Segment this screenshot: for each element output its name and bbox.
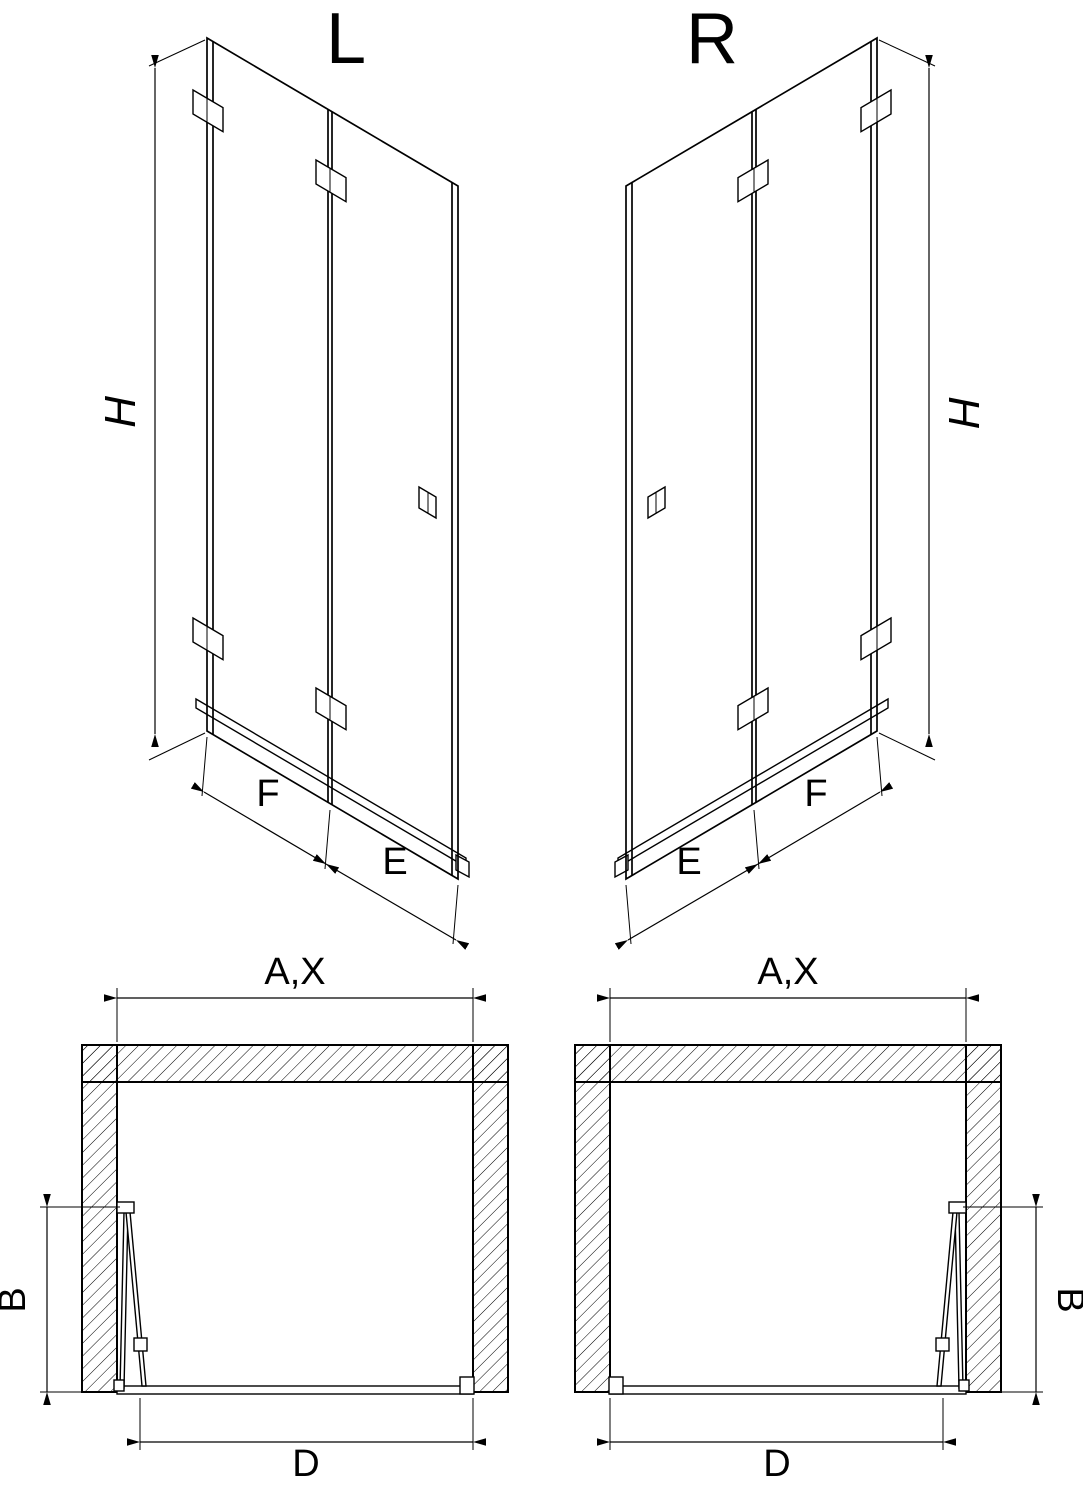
- depth-dimension-label: B: [1049, 1287, 1083, 1312]
- threshold-sill: [116, 1385, 474, 1395]
- right-elevation: R H F E: [615, 0, 988, 944]
- panel-f-dimension-label: F: [804, 773, 827, 815]
- right-plan-view: A,X B D: [574, 951, 1083, 1485]
- variant-label-left: L: [326, 0, 366, 79]
- folded-door-panels: [935, 1201, 970, 1392]
- wall-left: [574, 1044, 611, 1393]
- height-dimension-label: H: [96, 396, 145, 428]
- wall-right: [965, 1044, 1002, 1393]
- wall-top: [574, 1044, 1002, 1083]
- width-dimension-label: A,X: [757, 951, 818, 993]
- variant-label-right: R: [686, 0, 738, 79]
- panel-f-dimension-label: F: [256, 773, 279, 815]
- panel-e-dimension-label: E: [676, 841, 701, 883]
- left-plan-view: A,X B D: [0, 951, 509, 1485]
- wall-top: [81, 1044, 509, 1083]
- opening-dimension-label: D: [292, 1443, 319, 1485]
- wall-right: [472, 1044, 509, 1393]
- sill-end-block: [608, 1376, 624, 1395]
- folded-panel: [125, 1211, 147, 1387]
- width-dimension-label: A,X: [264, 951, 325, 993]
- height-dimension-label: H: [939, 396, 988, 428]
- handle-block: [133, 1337, 148, 1352]
- wall-left: [81, 1044, 118, 1393]
- left-elevation-geometry: [149, 38, 469, 944]
- left-elevation: L H F E: [96, 0, 469, 944]
- folded-panel: [954, 1211, 964, 1389]
- opening-dimension-label: D: [763, 1443, 790, 1485]
- sill-end-block: [459, 1376, 475, 1395]
- pivot-block: [113, 1379, 125, 1392]
- panel-e-dimension-label: E: [382, 841, 407, 883]
- folded-door-panels: [113, 1201, 148, 1392]
- folded-panel: [936, 1211, 958, 1387]
- folded-panel: [119, 1211, 129, 1389]
- handle-block: [935, 1337, 950, 1352]
- right-elevation-geometry: [615, 38, 935, 944]
- pivot-block: [958, 1379, 970, 1392]
- threshold-sill: [609, 1385, 967, 1395]
- depth-dimension-label: B: [0, 1287, 34, 1312]
